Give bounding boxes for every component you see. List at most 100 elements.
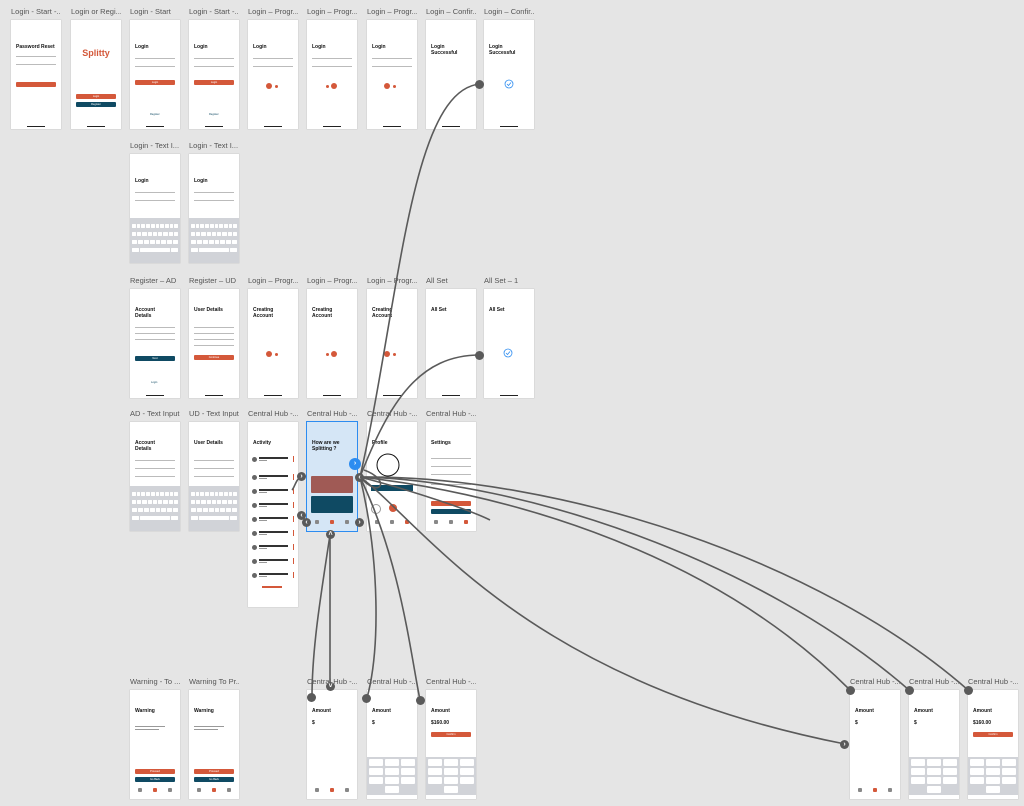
connection-dot-icon[interactable] bbox=[416, 696, 425, 705]
split-manually-card[interactable] bbox=[311, 496, 353, 513]
artboard-label[interactable]: Central Hub -... bbox=[367, 409, 417, 418]
artboard-label[interactable]: Register – UD bbox=[189, 276, 237, 285]
artboard-register-ad[interactable]: Account Details Next Login bbox=[130, 289, 180, 398]
artboard-login-progress-2[interactable]: Login bbox=[307, 20, 357, 129]
proceed-button[interactable]: Proceed bbox=[194, 769, 234, 774]
artboard-label[interactable]: Central Hub -... bbox=[968, 677, 1018, 686]
artboard-amount-1[interactable]: Amount $ bbox=[307, 690, 357, 799]
chevron-right-icon[interactable]: › bbox=[840, 740, 849, 749]
artboard-label[interactable]: AD - Text Input bbox=[130, 409, 180, 418]
register-button[interactable]: Register bbox=[76, 102, 116, 107]
artboard-how-are-we-splitting[interactable]: How are we Splitting ? bbox=[307, 422, 357, 531]
login-button[interactable]: Login bbox=[135, 80, 175, 85]
artboard-label[interactable]: Login – Confir... bbox=[426, 7, 476, 16]
next-button[interactable]: Next bbox=[135, 356, 175, 361]
chevron-right-icon[interactable]: › bbox=[349, 458, 361, 470]
artboard-ad-text-input[interactable]: Account Details bbox=[130, 422, 180, 531]
chevron-left-icon[interactable]: ‹ bbox=[297, 511, 306, 520]
artboard-label[interactable]: Register – AD bbox=[130, 276, 177, 285]
artboard-label[interactable]: Login - Text I... bbox=[130, 141, 180, 150]
artboard-label[interactable]: Warning To Pr... bbox=[189, 677, 239, 686]
artboard-login-text-input[interactable]: Login bbox=[130, 154, 180, 263]
go-back-button[interactable]: Go Back bbox=[194, 777, 234, 782]
artboard-activity[interactable]: Activity bbox=[248, 422, 298, 607]
artboard-label[interactable]: All Set – 1 bbox=[484, 276, 519, 285]
connection-dot-icon[interactable] bbox=[362, 694, 371, 703]
artboard-password-reset[interactable]: Password Reset bbox=[11, 20, 61, 129]
artboard-amount-2[interactable]: Amount $ bbox=[367, 690, 417, 799]
artboard-ud-text-input[interactable]: User Details bbox=[189, 422, 239, 531]
artboard-all-set-1[interactable]: All Set bbox=[484, 289, 534, 398]
artboard-label[interactable]: Central Hub -... bbox=[367, 677, 417, 686]
artboard-login-text-input-2[interactable]: Login bbox=[189, 154, 239, 263]
artboard-login-or-register[interactable]: Splitty Login Register bbox=[71, 20, 121, 129]
artboard-label[interactable]: Login – Progr... bbox=[307, 276, 357, 285]
chevron-left-icon[interactable]: ‹ bbox=[355, 473, 364, 482]
artboard-all-set[interactable]: All Set bbox=[426, 289, 476, 398]
artboard-login-progress-1[interactable]: Login bbox=[248, 20, 298, 129]
connection-dot-icon[interactable] bbox=[475, 351, 484, 360]
amount-value[interactable]: $ bbox=[855, 720, 858, 726]
artboard-label[interactable]: Central Hub -... bbox=[248, 409, 298, 418]
artboard-label[interactable]: Login - Start -... bbox=[189, 7, 239, 16]
login-link[interactable]: Login bbox=[151, 381, 158, 384]
login-button[interactable]: Login bbox=[194, 80, 234, 85]
numpad[interactable] bbox=[426, 757, 476, 795]
numpad[interactable] bbox=[909, 757, 959, 795]
chevron-right-icon[interactable]: › bbox=[355, 518, 364, 527]
artboard-register-ud[interactable]: User Details Continue bbox=[189, 289, 239, 398]
reset-button[interactable] bbox=[16, 82, 56, 87]
amount-value[interactable]: $160.00 bbox=[973, 720, 992, 726]
artboard-creating-account-3[interactable]: Creating Account bbox=[367, 289, 417, 398]
register-link[interactable]: Register bbox=[209, 113, 219, 116]
artboard-label[interactable]: All Set bbox=[426, 276, 448, 285]
artboard-login-progress-3[interactable]: Login bbox=[367, 20, 417, 129]
artboard-label[interactable]: Login – Progr... bbox=[248, 276, 298, 285]
artboard-creating-account-1[interactable]: Creating Account bbox=[248, 289, 298, 398]
keyboard[interactable] bbox=[130, 486, 180, 531]
artboard-settings[interactable]: Settings bbox=[426, 422, 476, 531]
keyboard[interactable] bbox=[189, 486, 239, 531]
connection-dot-icon[interactable] bbox=[964, 686, 973, 695]
confirm-button[interactable]: Confirm bbox=[431, 732, 471, 737]
artboard-label[interactable]: UD - Text Input bbox=[189, 409, 239, 418]
numpad[interactable] bbox=[367, 757, 417, 795]
artboard-amount-6[interactable]: Amount $160.00 Confirm bbox=[968, 690, 1018, 799]
artboard-amount-3[interactable]: Amount $160.00 Confirm bbox=[426, 690, 476, 799]
numpad[interactable] bbox=[968, 757, 1018, 795]
artboard-login-successful[interactable]: Login Successful bbox=[426, 20, 476, 129]
artboard-label[interactable]: Login or Regi... bbox=[71, 7, 121, 16]
chevron-left-icon[interactable]: ‹ bbox=[302, 518, 311, 527]
chevron-up-icon[interactable]: ˄ bbox=[326, 530, 335, 539]
artboard-label[interactable]: Login - Start bbox=[130, 7, 171, 16]
split-evenly-card[interactable] bbox=[311, 476, 353, 493]
artboard-label[interactable]: Login - Text I... bbox=[189, 141, 239, 150]
artboard-label[interactable]: Central Hub -... bbox=[307, 409, 357, 418]
amount-value[interactable]: $ bbox=[914, 720, 917, 726]
artboard-label[interactable]: Central Hub -... bbox=[426, 409, 476, 418]
artboard-label[interactable]: Warning - To ... bbox=[130, 677, 180, 686]
artboard-label[interactable]: Login – Confir... bbox=[484, 7, 534, 16]
artboard-amount-4[interactable]: Amount $ bbox=[850, 690, 900, 799]
connection-dot-icon[interactable] bbox=[475, 80, 484, 89]
artboard-profile[interactable]: Profile bbox=[367, 422, 417, 531]
artboard-label[interactable]: Central Hub -... bbox=[850, 677, 900, 686]
chevron-down-icon[interactable]: ˅ bbox=[326, 682, 335, 691]
confirm-button[interactable]: Confirm bbox=[973, 732, 1013, 737]
login-button[interactable]: Login bbox=[76, 94, 116, 99]
connection-dot-icon[interactable] bbox=[846, 686, 855, 695]
connection-dot-icon[interactable] bbox=[905, 686, 914, 695]
artboard-amount-5[interactable]: Amount $ bbox=[909, 690, 959, 799]
artboard-label[interactable]: Login – Progr... bbox=[367, 276, 417, 285]
update-button[interactable] bbox=[431, 501, 471, 506]
artboard-login-start-2[interactable]: Login Login Register bbox=[189, 20, 239, 129]
artboard-login-successful-2[interactable]: Login Successful bbox=[484, 20, 534, 129]
add-button[interactable] bbox=[389, 504, 397, 512]
amount-value[interactable]: $ bbox=[312, 720, 315, 726]
keyboard[interactable] bbox=[130, 218, 180, 263]
artboard-creating-account-2[interactable]: Creating Account bbox=[307, 289, 357, 398]
continue-button[interactable]: Continue bbox=[194, 355, 234, 360]
artboard-label[interactable]: Central Hub -... bbox=[426, 677, 476, 686]
go-back-button[interactable]: Go Back bbox=[135, 777, 175, 782]
